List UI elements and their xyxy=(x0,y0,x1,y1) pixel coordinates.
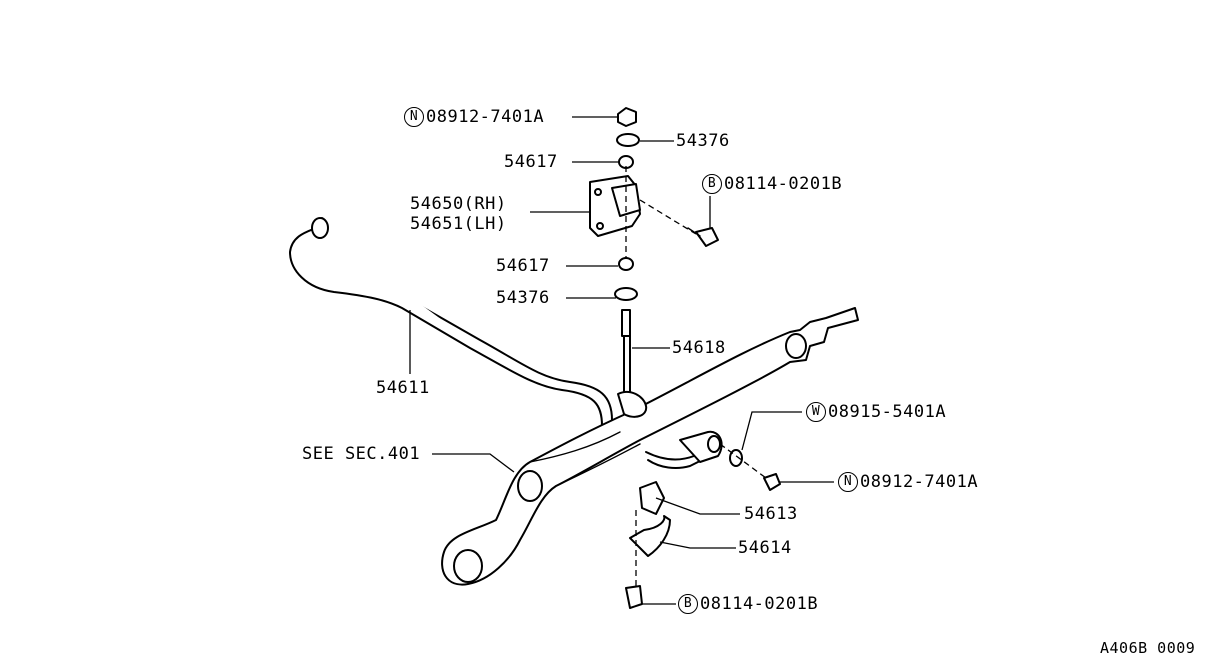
lower-clamp xyxy=(625,481,671,609)
n-badge: N xyxy=(838,472,858,492)
see-section-label: SEE SEC.401 xyxy=(302,444,421,464)
right-bushing xyxy=(679,430,781,491)
clamp-bushing-label: 54613 xyxy=(744,504,798,524)
nut-top-code: 08912-7401A xyxy=(426,107,545,127)
washer-right-code: 08915-5401A xyxy=(828,402,947,422)
bushing-upper-label: 54617 xyxy=(504,152,558,172)
w-badge: W xyxy=(806,402,826,422)
stabilizer-bar xyxy=(289,217,711,469)
b-badge: B xyxy=(678,594,698,614)
link-rod-label: 54618 xyxy=(672,338,726,358)
n-badge: N xyxy=(404,107,424,127)
nut-right-code: 08912-7401A xyxy=(860,472,979,492)
washer-lower-label: 54376 xyxy=(496,288,550,308)
assembly-lines xyxy=(625,166,767,586)
top-hardware xyxy=(589,107,719,418)
bracket-rh-label: 54650(RH) xyxy=(410,194,507,214)
clamp-label: 54614 xyxy=(738,538,792,558)
figure-code: A406B 0009 xyxy=(1100,639,1196,657)
bushing-lower-label: 54617 xyxy=(496,256,550,276)
bracket-lh-label: 54651(LH) xyxy=(410,214,507,234)
bolt-clamp-code: 08114-0201B xyxy=(700,594,819,614)
stabilizer-bar-label: 54611 xyxy=(376,378,430,398)
washer-top-label: 54376 xyxy=(676,131,730,151)
b-badge: B xyxy=(702,174,722,194)
bolt-bracket-code: 08114-0201B xyxy=(724,174,843,194)
leader-lines xyxy=(409,116,834,605)
